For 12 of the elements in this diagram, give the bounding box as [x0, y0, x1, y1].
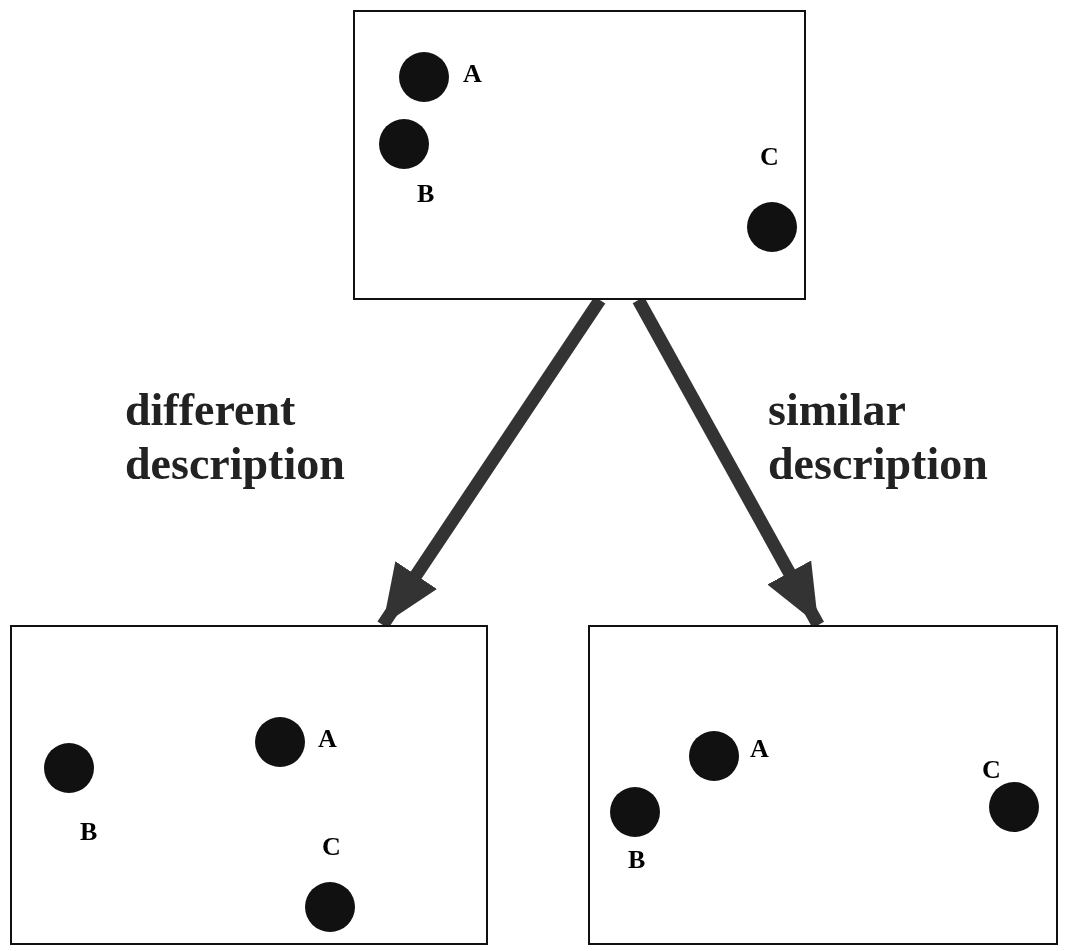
point-label: A	[463, 59, 482, 89]
point-label: B	[628, 845, 646, 875]
panel-frame	[353, 10, 806, 300]
panel-frame	[588, 625, 1058, 945]
panel-frame	[10, 625, 488, 945]
point-label: B	[417, 179, 435, 209]
point-label: A	[318, 724, 337, 754]
point-label: C	[322, 832, 341, 862]
point-label: C	[982, 755, 1001, 785]
point-label: B	[80, 817, 98, 847]
point-label: A	[750, 734, 769, 764]
point-label: C	[760, 142, 779, 172]
